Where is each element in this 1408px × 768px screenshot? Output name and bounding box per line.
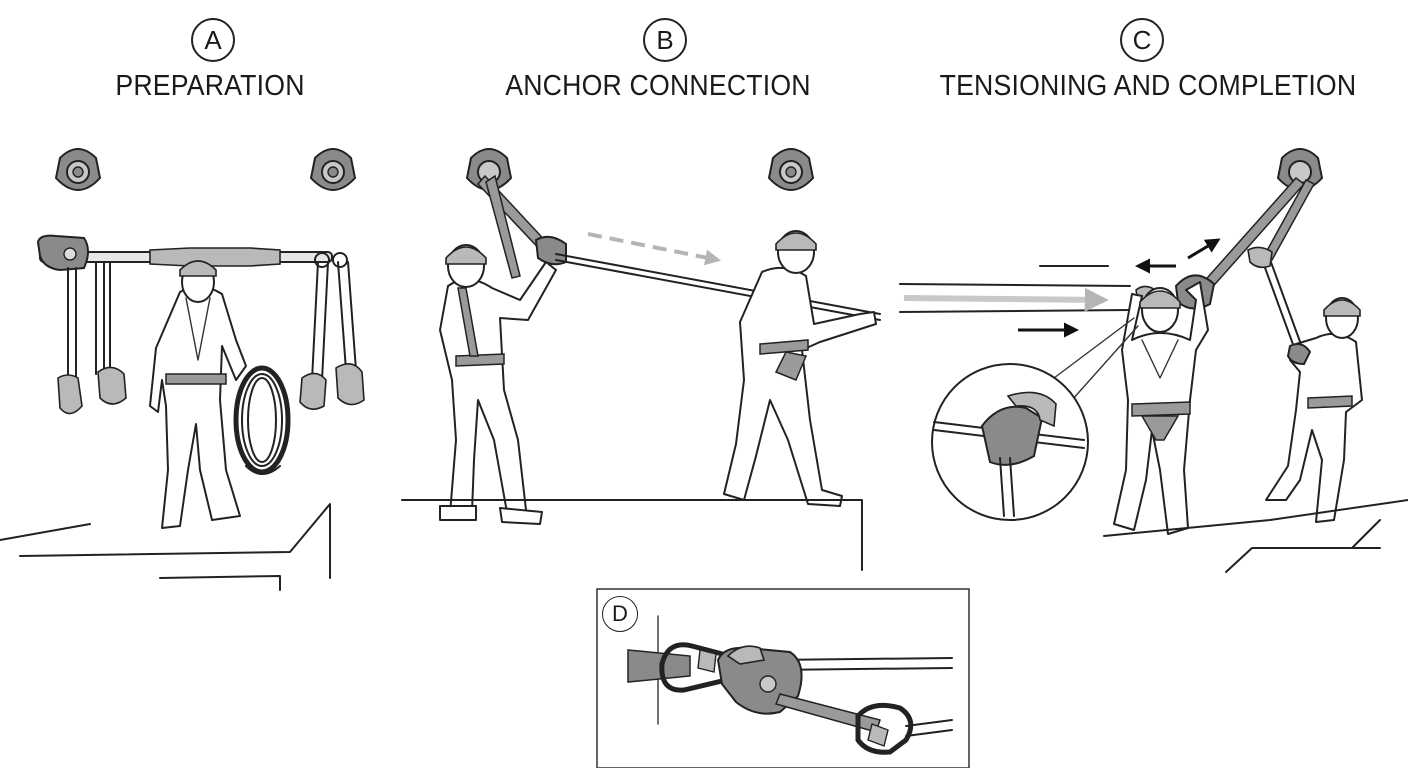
wall-anchor-icon [1276, 148, 1324, 191]
panel-c-title: TENSIONING AND COMPLETION [939, 70, 1357, 102]
panel-a-illustration [0, 148, 365, 591]
ledge-c [1103, 499, 1408, 573]
rope-coil-icon [233, 365, 291, 475]
gear-rack-icon [36, 234, 365, 415]
pull-direction-arrow [587, 232, 722, 266]
panel-b-letter: B [656, 24, 674, 55]
inset-d-label: D [602, 596, 638, 632]
wall-anchor-icon [767, 148, 815, 191]
worker-c1-figure [1113, 281, 1209, 535]
callout-leader [1053, 317, 1139, 401]
wall-anchor-icon [54, 148, 102, 191]
ledge-b [401, 499, 863, 571]
ledge-a [0, 503, 331, 591]
panel-b-illustration [401, 148, 881, 571]
carabiner-icon [855, 702, 914, 755]
panel-c-label: C [1120, 18, 1164, 62]
panel-b-title: ANCHOR CONNECTION [505, 70, 811, 102]
tension-arrow [903, 287, 1109, 312]
worker-b1-figure [439, 244, 557, 525]
worker-b2-figure [723, 230, 877, 507]
inset-d-illustration [596, 588, 970, 768]
worker-a-figure [149, 260, 291, 529]
wall-anchor-icon [309, 148, 357, 191]
panel-a-letter: A [204, 24, 222, 55]
panel-c-illustration [899, 148, 1408, 573]
inset-d-letter: D [612, 601, 628, 626]
worker-c2-figure [1265, 297, 1363, 523]
panel-b-label: B [643, 18, 687, 62]
direction-arrow-up [1187, 238, 1221, 260]
panel-c-letter: C [1132, 24, 1152, 55]
detail-magnifier [931, 363, 1089, 521]
panel-a-title: PREPARATION [115, 70, 305, 102]
panel-a-label: A [191, 18, 235, 62]
